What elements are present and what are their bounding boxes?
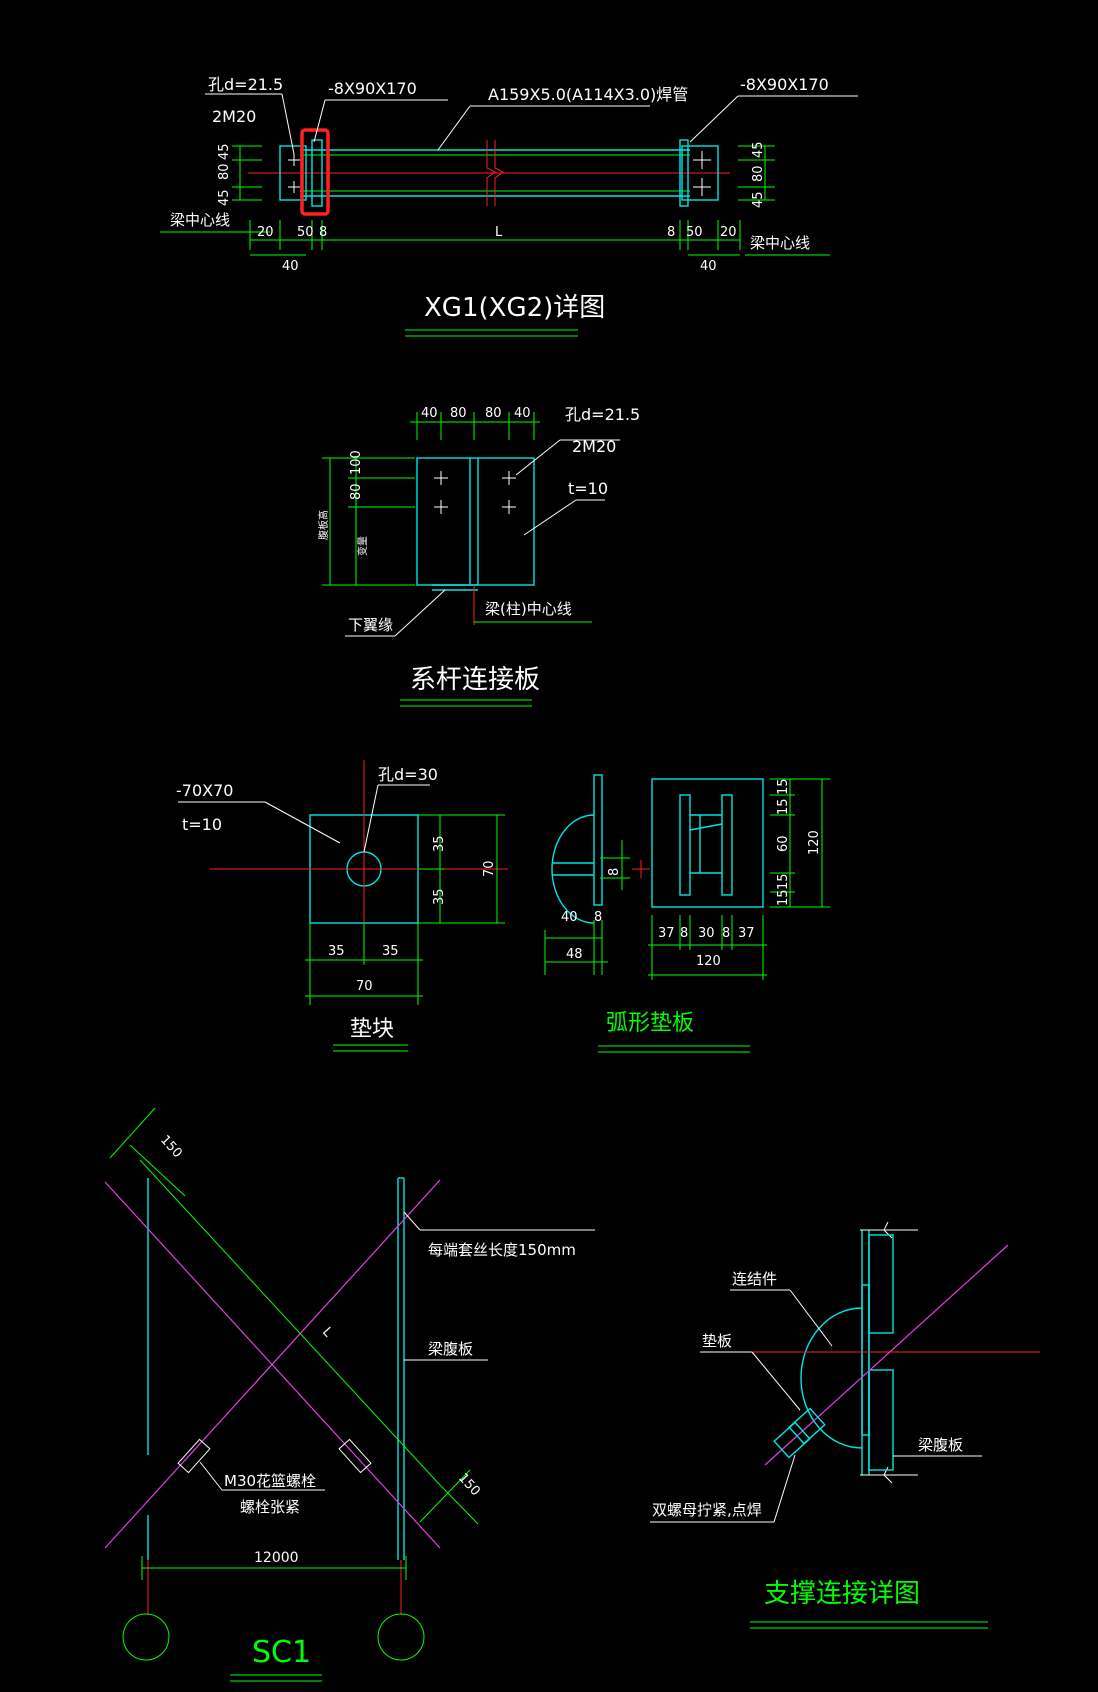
tie-plate-detail: 40 80 80 40 100 80 腹板高 变量 孔d=21.5 2M20 t… [317, 405, 640, 707]
brace-detail: 连结件 垫板 梁腹板 双螺母拧紧,点焊 支撑连接详图 [650, 1221, 1040, 1629]
brace-connector-label: 连结件 [732, 1270, 777, 1288]
tie-lower-flange: 下翼缘 [348, 616, 393, 634]
xg1-dim-40-left: 40 [282, 259, 299, 274]
sc1-web-label: 梁腹板 [428, 1340, 473, 1358]
xg1-dim-b-1: 20 [257, 225, 274, 240]
brace-nut-note: 双螺母拧紧,点焊 [652, 1501, 762, 1519]
tie-dim-left-1: 100 [349, 450, 364, 475]
arc-dim-b-total: 120 [696, 954, 721, 969]
arc-dim-b-4: 8 [722, 926, 730, 941]
xg1-dim-rv-3: 45 [751, 191, 766, 208]
xg1-pipe-label: A159X5.0(A114X3.0)焊管 [488, 85, 688, 104]
xg1-beam-center-left: 梁中心线 [170, 211, 230, 229]
xg1-dim-rv-1: 45 [751, 141, 766, 158]
pad-dim-right-1: 35 [432, 835, 447, 852]
arc-dim-r-3: 60 [776, 835, 791, 852]
tie-dim-top-4: 40 [514, 406, 531, 421]
xg1-dim-b-6: 50 [686, 225, 703, 240]
sc1-span: 12000 [254, 1550, 299, 1566]
pad-dim-bottom-1: 35 [328, 944, 345, 959]
pad-title: 垫块 [350, 1017, 394, 1042]
tie-thickness: t=10 [568, 479, 608, 498]
tie-dim-top-3: 80 [485, 406, 502, 421]
arc-dim-b-3: 30 [698, 926, 715, 941]
xg1-detail: 孔d=21.5 2M20 -8X90X170 A159X5.0(A114X3.0… [160, 75, 858, 337]
pad-dim-bottom-total: 70 [356, 979, 373, 994]
tie-dim-left-2: 80 [349, 483, 364, 500]
xg1-dim-lv-2: 80 [217, 163, 232, 180]
sc1-thread-note: 每端套丝长度150mm [428, 1241, 576, 1259]
pad-dim-right-2: 35 [432, 888, 447, 905]
sc1-dim-150-top: 150 [157, 1133, 185, 1161]
xg1-dim-b-4: L [495, 225, 503, 240]
tie-side-text-1: 腹板高 [317, 510, 330, 540]
xg1-beam-center-right: 梁中心线 [750, 234, 810, 252]
brace-title: 支撑连接详图 [764, 1579, 920, 1609]
xg1-bolt-label: 2M20 [212, 107, 256, 126]
arc-dim-a-total: 48 [566, 947, 583, 962]
highlight-box [300, 128, 330, 216]
sc1-turnbuckle-2: 螺栓张紧 [240, 1498, 300, 1516]
arc-dim-b-1: 37 [658, 926, 675, 941]
tie-dim-top-2: 80 [450, 406, 467, 421]
xg1-plate-right-label: -8X90X170 [740, 75, 829, 94]
pad-hole-label: 孔d=30 [378, 765, 438, 784]
tie-bolt-label: 2M20 [572, 437, 616, 456]
sc1-length-label: L [319, 1325, 336, 1341]
arc-dim-8: 8 [607, 868, 622, 876]
xg1-dim-b-2: 50 [297, 225, 314, 240]
pad-block-detail: -70X70 t=10 孔d=30 35 35 70 35 35 70 垫块 [176, 760, 508, 1052]
xg1-dim-b-3: 8 [319, 225, 327, 240]
xg1-dim-b-5: 8 [667, 225, 675, 240]
pad-thickness: t=10 [182, 815, 222, 834]
arc-plate-detail: 8 40 8 48 37 8 30 8 37 120 15 15 60 15 1… [544, 774, 830, 1053]
xg1-dim-lv-1: 45 [217, 143, 232, 160]
xg1-hole-label: 孔d=21.5 [208, 75, 283, 94]
tie-center-line: 梁(柱)中心线 [485, 600, 572, 618]
xg1-dim-rv-2: 80 [751, 165, 766, 182]
sc1-turnbuckle-1: M30花篮螺栓 [224, 1472, 316, 1490]
tie-side-text-2: 变量 [356, 536, 369, 556]
xg1-dim-40-right: 40 [700, 259, 717, 274]
arc-dim-b-5: 37 [738, 926, 755, 941]
brace-pad-plate-label: 垫板 [702, 1332, 732, 1350]
pad-dim-bottom-2: 35 [382, 944, 399, 959]
arc-dim-a-1: 40 [561, 910, 578, 925]
tie-dim-top-1: 40 [421, 406, 438, 421]
arc-dim-b-2: 8 [680, 926, 688, 941]
arc-dim-r-1: 15 [776, 778, 791, 795]
arc-dim-a-2: 8 [594, 910, 602, 925]
arc-dim-r-total: 120 [807, 830, 822, 855]
xg1-dim-lv-3: 45 [217, 189, 232, 206]
xg1-plate-left-label: -8X90X170 [328, 79, 417, 98]
arc-dim-r-4: 15 [776, 873, 791, 890]
tie-title: 系杆连接板 [410, 665, 540, 695]
sc1-detail: 150 150 L 每端套丝长度150mm 梁腹板 M30花篮螺栓 螺栓张紧 1… [104, 1107, 595, 1682]
sc1-title: SC1 [252, 1635, 311, 1670]
arc-dim-r-5: 15 [776, 889, 791, 906]
tie-hole-label: 孔d=21.5 [565, 405, 640, 424]
sc1-dim-150-bottom: 150 [455, 1471, 483, 1499]
arc-title: 弧形垫板 [606, 1011, 694, 1036]
pad-size-label: -70X70 [176, 781, 233, 800]
pad-dim-right-total: 70 [482, 860, 497, 877]
xg1-title: XG1(XG2)详图 [424, 293, 605, 323]
brace-web-label: 梁腹板 [918, 1436, 963, 1454]
xg1-dim-b-7: 20 [720, 225, 737, 240]
arc-dim-r-2: 15 [776, 798, 791, 815]
